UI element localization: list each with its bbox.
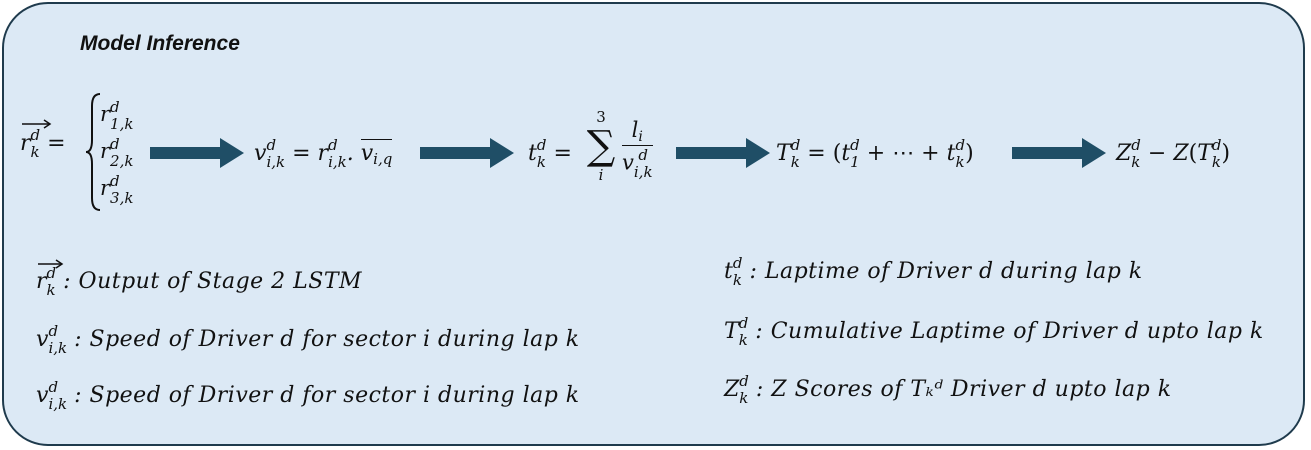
legend-Z-text: : Z Scores of Tₖᵈ Driver d upto lap k xyxy=(755,377,1172,402)
diagram-title: Model Inference xyxy=(80,32,240,55)
brace-icon xyxy=(85,93,101,211)
legend-v-2-text: : Speed of Driver d for sector i during … xyxy=(74,383,580,408)
legend-v-1-text: : Speed of Driver d for sector i during … xyxy=(74,327,580,352)
legend-T-text: : Cumulative Laptime of Driver d upto la… xyxy=(755,319,1264,344)
sum-symbol: 3 ∑ i xyxy=(586,108,616,184)
flow-arrow-1 xyxy=(150,138,244,168)
vector-arrow-icon xyxy=(22,119,52,129)
vector-arrow-icon xyxy=(38,259,64,269)
flow-arrow-2 xyxy=(420,138,514,168)
flow-arrow-4 xyxy=(1012,138,1106,168)
flow-arrow-3 xyxy=(676,138,770,168)
legend-t-text: : Laptime of Driver d during lap k xyxy=(749,259,1143,284)
legend-r-text: : Output of Stage 2 LSTM xyxy=(63,269,363,294)
